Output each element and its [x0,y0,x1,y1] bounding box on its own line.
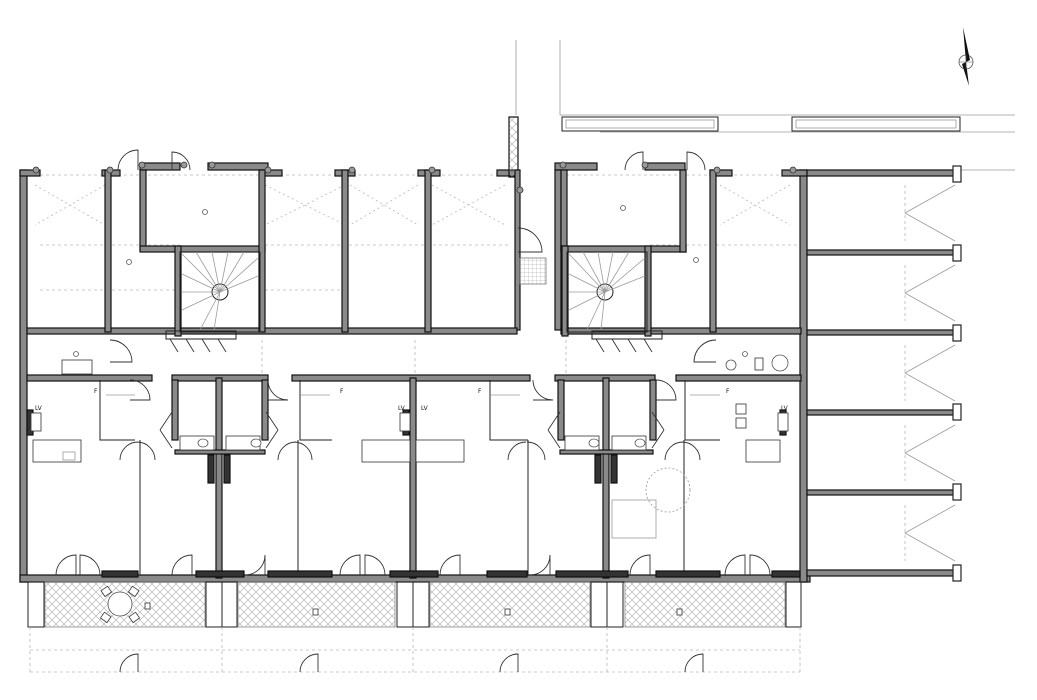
south-windows [101,570,801,578]
room-labels: LV LV LV LV F F F F [35,388,789,412]
fixtures [32,354,789,539]
terraces [27,581,802,673]
label-lv-1: LV [35,405,43,412]
entry-mat [519,257,547,285]
wall-markers [32,161,797,194]
doors [55,149,771,576]
site-lines [515,40,1015,171]
label-f-1: F [94,388,98,395]
interior-walls-south [26,374,802,579]
garages [806,165,962,582]
stairwell-east [566,251,663,353]
ceiling-symbols [73,205,748,357]
label-f-4: F [726,388,730,395]
north-arrow-icon [958,27,974,86]
interior-walls-north [26,169,802,337]
label-lv-3: LV [421,405,429,412]
label-lv-2: LV [398,405,406,412]
label-f-3: F [478,388,482,395]
label-f-2: F [340,388,344,395]
label-lv-4: LV [781,405,789,412]
stairwell-west [165,251,261,353]
